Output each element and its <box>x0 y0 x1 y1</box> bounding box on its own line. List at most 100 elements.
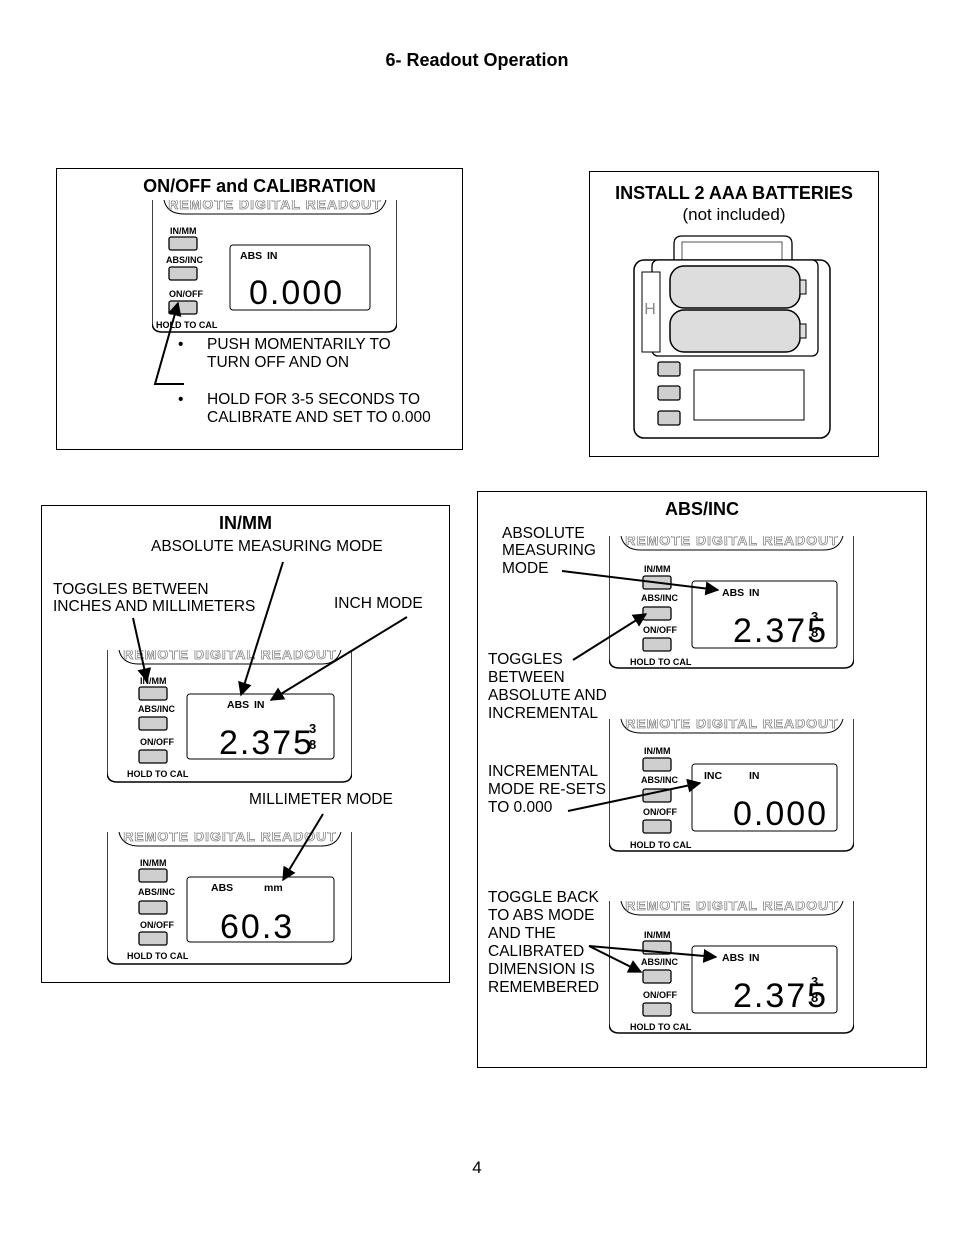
device-header-text: REMOTE DIGITAL READOUT <box>168 200 382 212</box>
svg-text:3: 3 <box>811 974 818 989</box>
abs-inc-toggles-line3: ABSOLUTE AND <box>488 687 607 704</box>
in-mm-toggles-line1: TOGGLES BETWEEN <box>53 581 209 598</box>
abs-inc-incremental-line1: INCREMENTAL <box>488 763 598 780</box>
svg-text:INC: INC <box>704 770 723 782</box>
svg-text:mm: mm <box>264 882 283 894</box>
svg-text:IN/MM: IN/MM <box>644 930 671 940</box>
svg-text:2.375: 2.375 <box>219 724 314 762</box>
svg-text:8: 8 <box>811 990 818 1005</box>
abs-inc-toggle-back-line6: REMEMBERED <box>488 979 600 996</box>
readout-device-mm: REMOTE DIGITAL READOUT IN/MM ABS/INC ON/… <box>107 832 352 965</box>
batteries-subtitle: (not included) <box>682 205 786 224</box>
svg-text:REMOTE DIGITAL READOUT: REMOTE DIGITAL READOUT <box>625 536 839 548</box>
readout-device-onoff: REMOTE DIGITAL READOUT IN/MM ABS/INC ON/… <box>152 200 397 333</box>
onoff-bullet-2-line1: HOLD FOR 3-5 SECONDS TO <box>207 391 421 408</box>
abs-inc-toggle-back-line3: AND THE <box>488 925 556 942</box>
svg-text:IN/MM: IN/MM <box>140 858 167 868</box>
abs-inc-absolute-line3: MODE <box>502 560 549 577</box>
onoff-bullet-2-marker: • <box>178 391 184 408</box>
svg-text:8: 8 <box>309 737 316 752</box>
lcd-unit: IN <box>267 250 278 262</box>
abs-inc-incremental-line2: MODE RE-SETS <box>488 781 606 798</box>
in-mm-panel-title: IN/MM <box>219 513 272 533</box>
abs-inc-incremental-line3: TO 0.000 <box>488 799 553 816</box>
svg-text:ON/OFF: ON/OFF <box>140 737 174 747</box>
svg-text:H: H <box>644 301 656 318</box>
battery-device-back: H <box>633 235 831 439</box>
svg-text:ABS/INC: ABS/INC <box>641 957 679 967</box>
svg-text:3: 3 <box>811 609 818 624</box>
battery-1 <box>669 265 801 309</box>
in-mm-toggles-line2: INCHES AND MILLIMETERS <box>53 598 256 615</box>
svg-text:REMOTE DIGITAL READOUT: REMOTE DIGITAL READOUT <box>625 719 839 731</box>
svg-text:IN: IN <box>254 699 265 711</box>
svg-text:0.000: 0.000 <box>733 795 828 833</box>
svg-text:HOLD TO CAL: HOLD TO CAL <box>630 1022 692 1032</box>
onoff-bullet-2-line2: CALIBRATE AND SET TO 0.000 <box>207 409 431 426</box>
abs-inc-toggle-back-line2: TO ABS MODE <box>488 907 595 924</box>
svg-text:REMOTE DIGITAL READOUT: REMOTE DIGITAL READOUT <box>123 650 337 662</box>
lcd-screen <box>229 244 371 311</box>
svg-text:IN: IN <box>749 587 760 599</box>
svg-text:8: 8 <box>811 625 818 640</box>
in-mm-inch-mode-label: INCH MODE <box>334 595 423 612</box>
svg-text:60.3: 60.3 <box>220 908 294 946</box>
abs-inc-button <box>168 266 198 281</box>
svg-text:ABS/INC: ABS/INC <box>641 775 679 785</box>
svg-text:ON/OFF: ON/OFF <box>643 990 677 1000</box>
svg-text:2.375: 2.375 <box>733 612 828 650</box>
readout-device-abs-back: REMOTE DIGITAL READOUT IN/MM ABS/INC ON/… <box>609 901 854 1034</box>
svg-text:REMOTE DIGITAL READOUT: REMOTE DIGITAL READOUT <box>123 832 337 844</box>
svg-text:HOLD TO CAL: HOLD TO CAL <box>630 840 692 850</box>
svg-text:IN/MM: IN/MM <box>140 676 167 686</box>
svg-text:IN/MM: IN/MM <box>644 564 671 574</box>
readout-device-inc: REMOTE DIGITAL READOUT IN/MM ABS/INC ON/… <box>609 719 854 852</box>
lcd-mode: ABS <box>240 250 262 262</box>
svg-text:3: 3 <box>309 721 316 736</box>
svg-text:ABS: ABS <box>227 699 249 711</box>
svg-text:ABS: ABS <box>211 882 233 894</box>
svg-text:HOLD TO CAL: HOLD TO CAL <box>630 657 692 667</box>
onoff-bullet-1-marker: • <box>178 336 184 353</box>
abs-inc-toggles-line1: TOGGLES <box>488 651 563 668</box>
on-off-button <box>168 300 198 315</box>
svg-text:ABS: ABS <box>722 952 744 964</box>
readout-device-inch: REMOTE DIGITAL READOUT IN/MM ABS/INC ON/… <box>107 650 352 783</box>
svg-text:HOLD TO CAL: HOLD TO CAL <box>127 951 189 961</box>
svg-text:ON/OFF: ON/OFF <box>643 807 677 817</box>
onoff-bullet-1-line2: TURN OFF AND ON <box>207 354 350 371</box>
page-number: 4 <box>472 1158 482 1177</box>
in-mm-absolute-label: ABSOLUTE MEASURING MODE <box>151 538 383 555</box>
abs-inc-toggle-back-line5: DIMENSION IS <box>488 961 595 978</box>
abs-inc-button-label: ABS/INC <box>166 255 204 265</box>
svg-text:IN: IN <box>749 952 760 964</box>
abs-inc-toggles-line4: INCREMENTAL <box>488 705 598 722</box>
svg-text:HOLD TO CAL: HOLD TO CAL <box>127 769 189 779</box>
battery-2 <box>669 309 801 353</box>
batteries-title: INSTALL 2 AAA BATTERIES <box>615 183 853 203</box>
abs-inc-absolute-line1: ABSOLUTE <box>502 525 585 542</box>
abs-inc-toggle-back-line4: CALIBRATED <box>488 943 585 960</box>
abs-inc-absolute-line2: MEASURING <box>502 542 596 559</box>
in-mm-millimeter-mode-label: MILLIMETER MODE <box>249 791 393 808</box>
abs-inc-panel-title: ABS/INC <box>664 499 739 519</box>
svg-text:ON/OFF: ON/OFF <box>643 625 677 635</box>
svg-text:IN/MM: IN/MM <box>644 746 671 756</box>
abs-inc-toggle-back-line1: TOGGLE BACK <box>488 889 599 906</box>
svg-text:ON/OFF: ON/OFF <box>140 920 174 930</box>
svg-text:ABS/INC: ABS/INC <box>641 593 679 603</box>
svg-text:2.375: 2.375 <box>733 977 828 1015</box>
onoff-bullet-1-line1: PUSH MOMENTARILY TO <box>207 336 391 353</box>
hold-to-cal-label: HOLD TO CAL <box>156 320 218 330</box>
in-mm-button-label: IN/MM <box>170 226 197 236</box>
in-mm-button <box>168 236 198 251</box>
page-title: 6- Readout Operation <box>385 50 569 70</box>
abs-inc-toggles-line2: BETWEEN <box>488 669 565 686</box>
svg-text:ABS/INC: ABS/INC <box>138 704 176 714</box>
svg-text:ABS/INC: ABS/INC <box>138 887 176 897</box>
readout-device-abs: REMOTE DIGITAL READOUT IN/MM ABS/INC ON/… <box>609 536 854 669</box>
onoff-panel-title: ON/OFF and CALIBRATION <box>143 176 376 196</box>
lcd-value: 0.000 <box>249 274 344 312</box>
svg-text:ABS: ABS <box>722 587 744 599</box>
svg-text:REMOTE DIGITAL READOUT: REMOTE DIGITAL READOUT <box>625 901 839 913</box>
